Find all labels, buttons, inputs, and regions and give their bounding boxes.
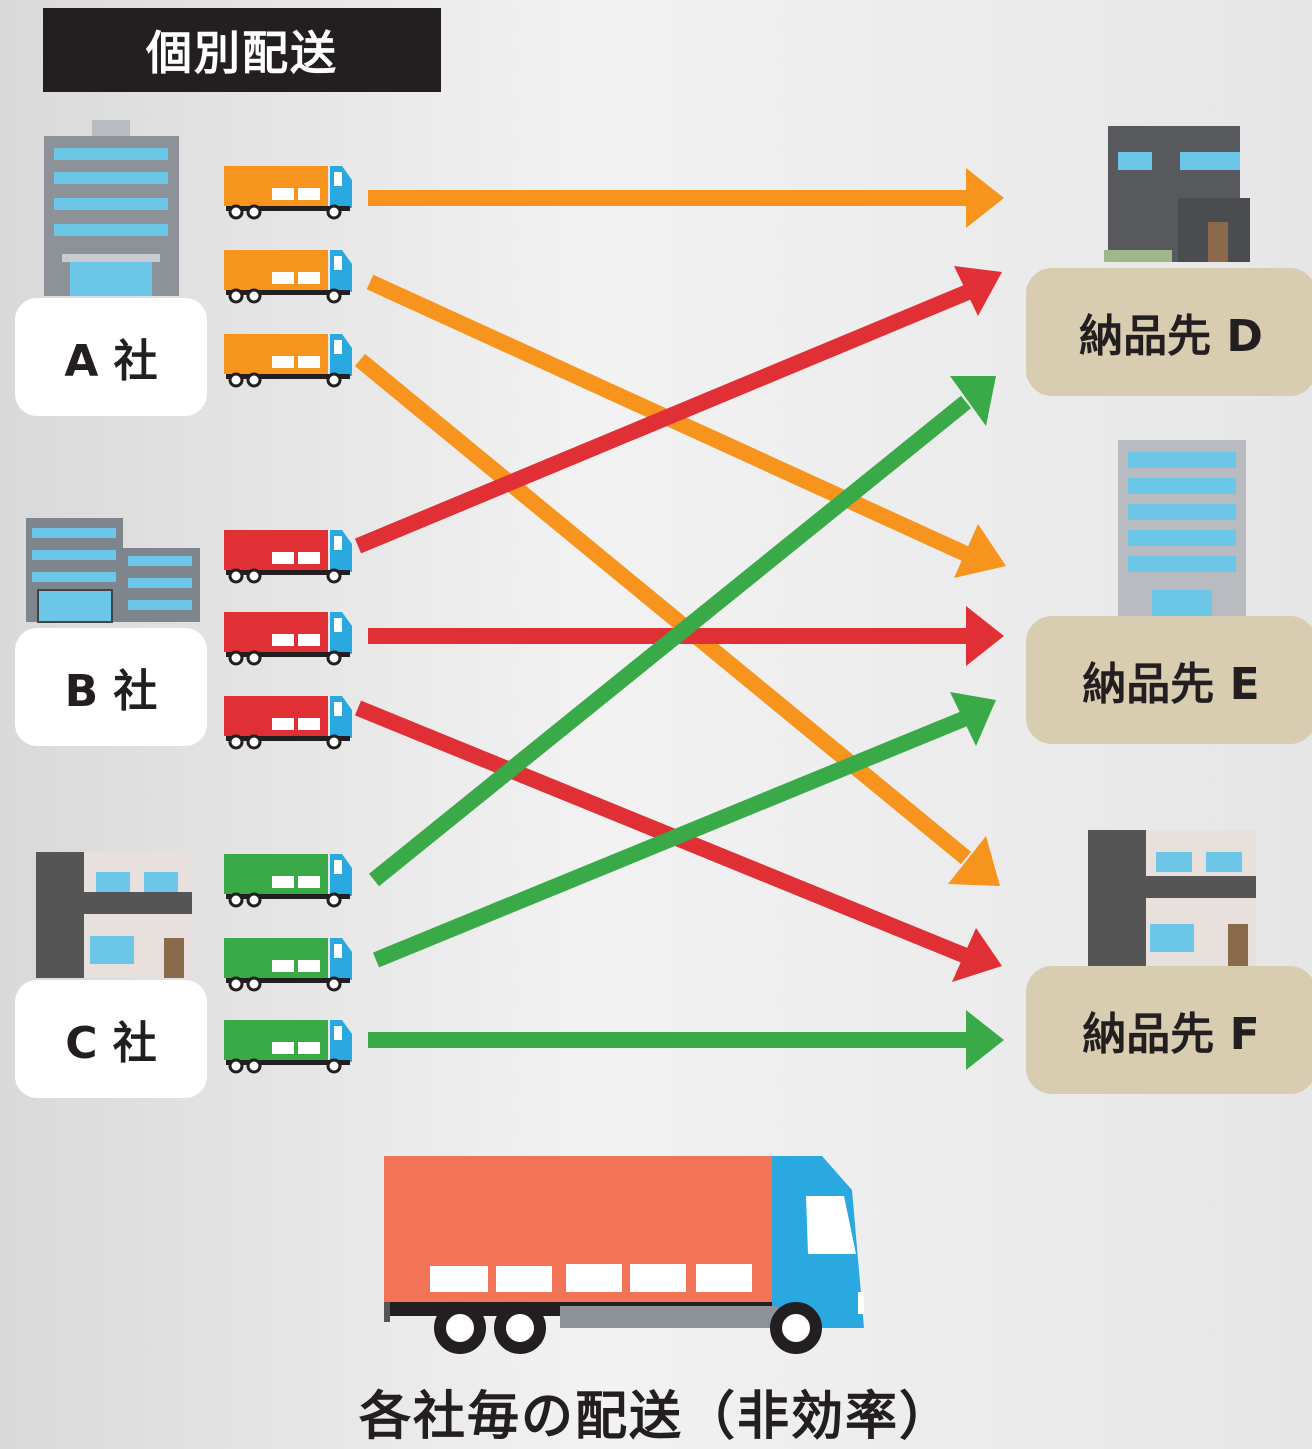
- truck-icon: [222, 936, 354, 992]
- destination-d-label: 納品先 D: [1026, 268, 1312, 396]
- footer-caption: 各社毎の配送（非効率）: [358, 1387, 953, 1447]
- destination-e-label: 納品先 E: [1026, 616, 1312, 744]
- truck-icon: [222, 528, 354, 584]
- office-tower-icon: [1118, 440, 1246, 620]
- destination-f-label: 納品先 F: [1026, 966, 1312, 1094]
- arrows-company-a: [354, 168, 1006, 886]
- office-complex-icon: [26, 518, 200, 623]
- townhouse-icon: [36, 852, 192, 978]
- trucks-company-c: [222, 852, 354, 1074]
- company-a-label: A 社: [15, 298, 207, 416]
- townhouse-icon: [1088, 830, 1256, 970]
- large-truck-icon: [384, 1156, 864, 1354]
- truck-icon: [222, 332, 354, 388]
- arrows-company-c: [368, 376, 1004, 1070]
- truck-icon: [222, 694, 354, 750]
- truck-icon: [222, 164, 354, 220]
- trucks-company-a: [222, 164, 354, 388]
- office-building-icon: [44, 120, 179, 296]
- page-title: 個別配送: [43, 8, 441, 92]
- truck-icon: [222, 248, 354, 304]
- company-c-label: C 社: [15, 980, 207, 1098]
- trucks-company-b: [222, 528, 354, 750]
- truck-icon: [222, 1018, 354, 1074]
- truck-icon: [222, 852, 354, 908]
- modern-house-icon: [1104, 126, 1250, 262]
- company-b-label: B 社: [15, 628, 207, 746]
- truck-icon: [222, 610, 354, 666]
